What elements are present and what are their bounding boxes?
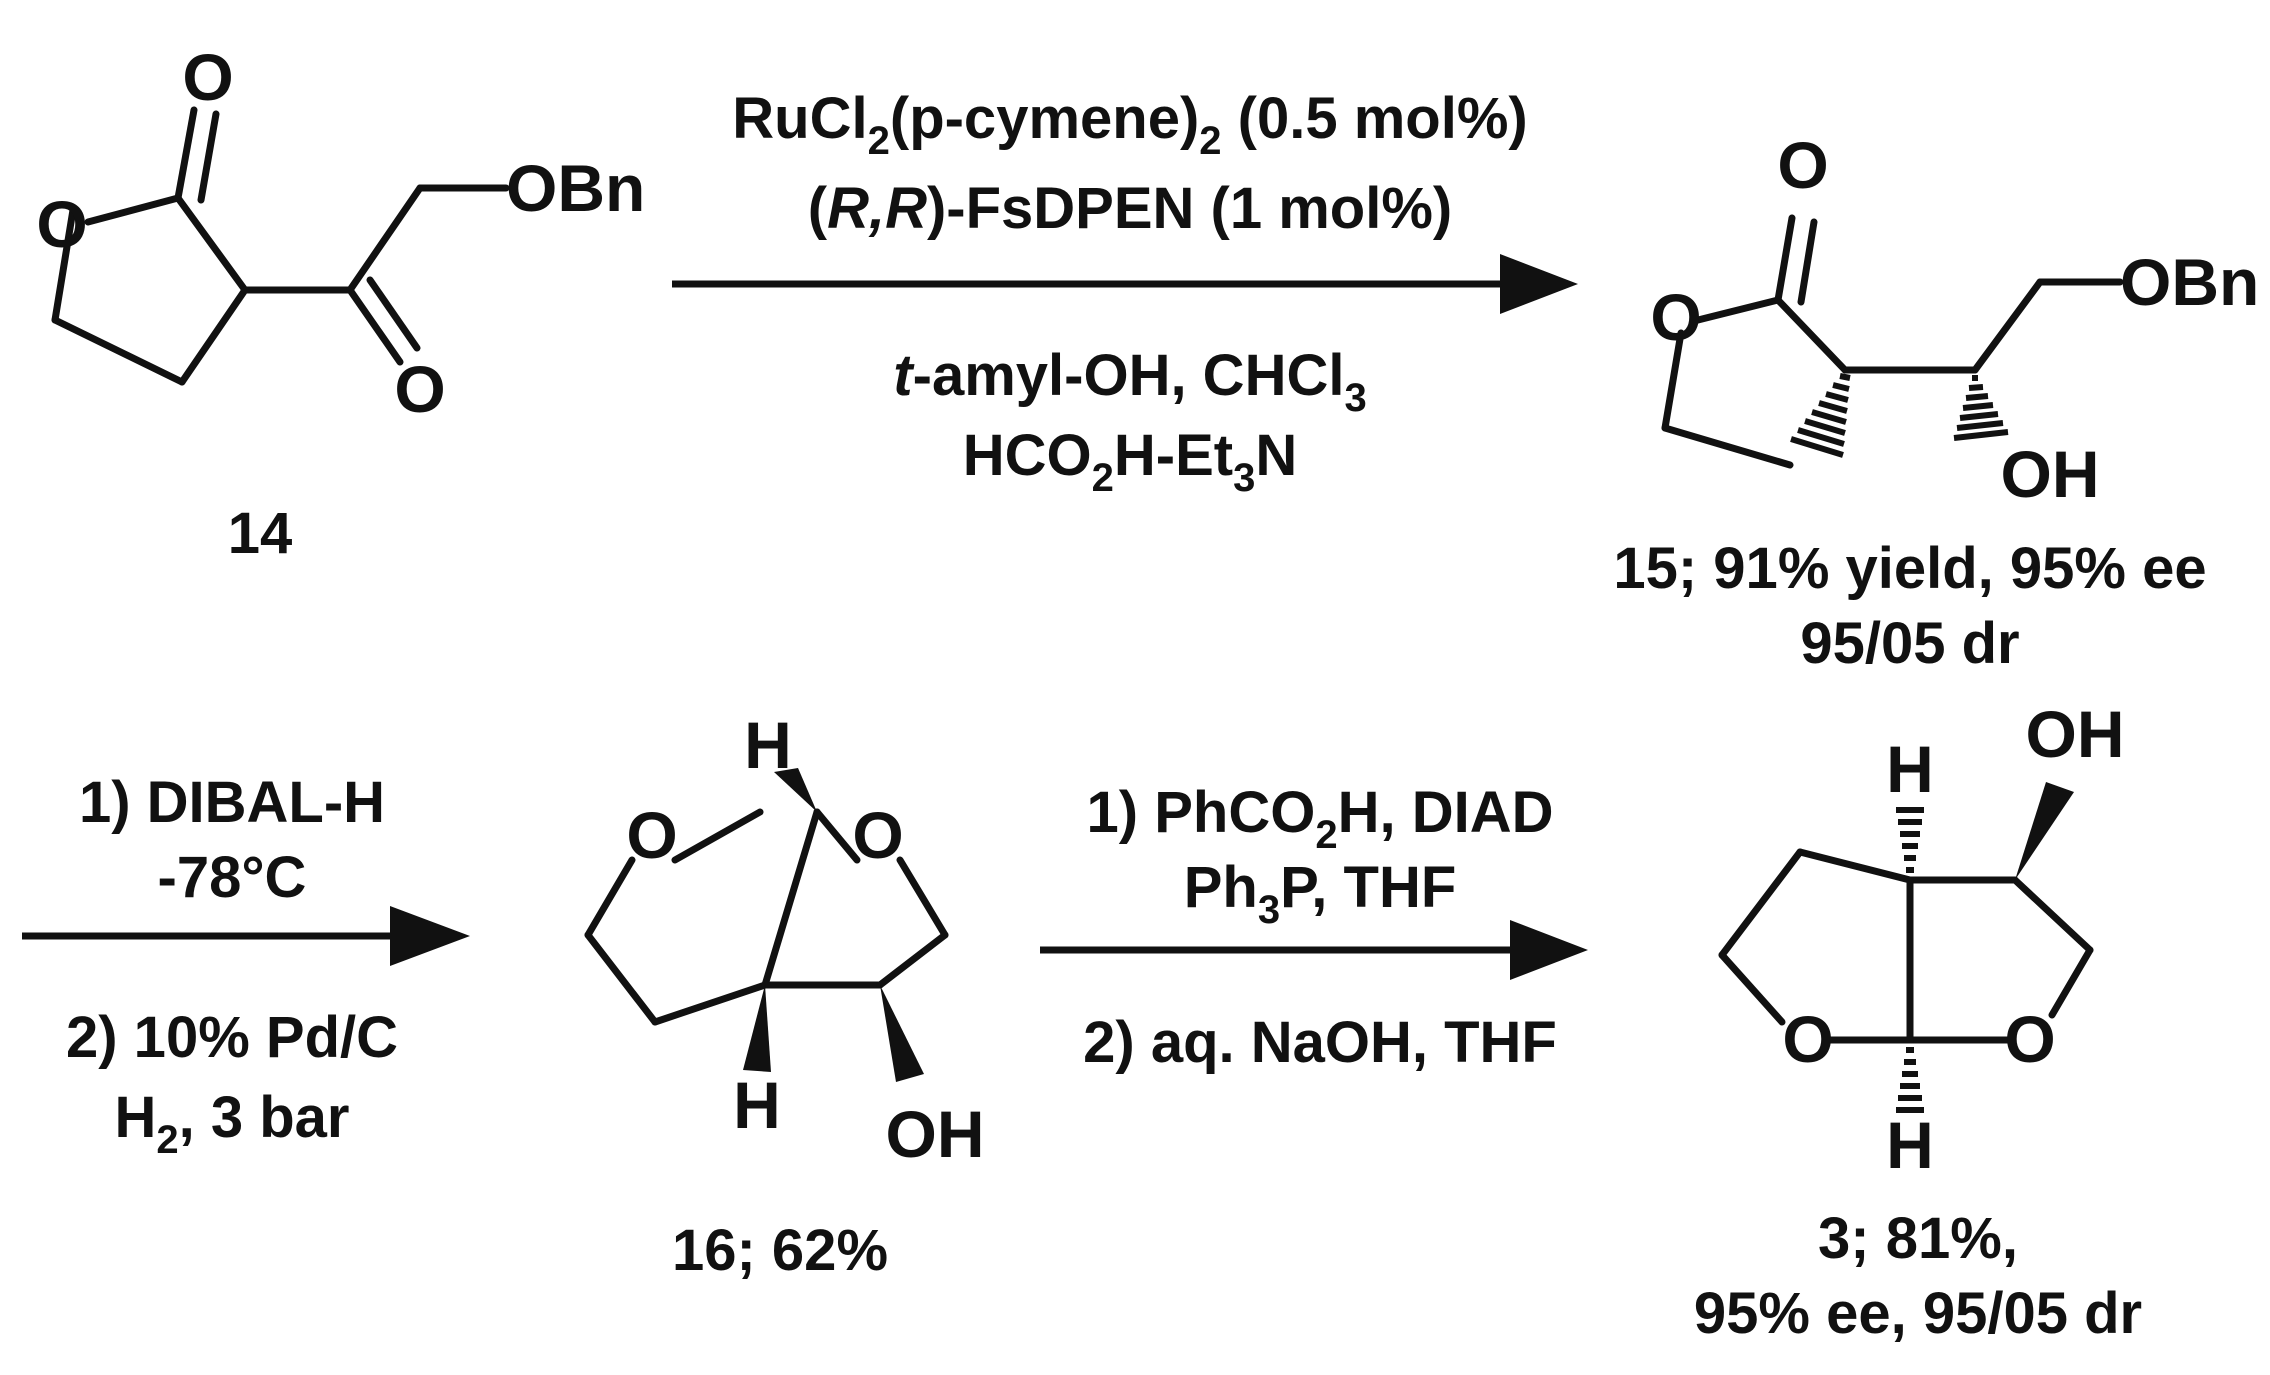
step2-conditions: 1) DIBAL-H -78°C 2) 10% Pd/C H2, 3 bar [66,770,398,1162]
solid-wedge-bond [774,768,817,812]
atom-ring-oxygen: O [36,187,87,261]
compound-3-ee-dr: 95% ee, 95/05 dr [1694,1281,2142,1346]
step1-solvent: t-amyl-OH, CHCl3 [893,343,1366,420]
reaction-arrow-2 [22,906,470,966]
compound-15-label: 15; 91% yield, 95% ee [1613,536,2206,601]
compound-14-label: 14 [228,501,293,566]
step3-reagent-1: 1) PhCO2H, DIAD [1087,780,1554,857]
atom-carbonyl-oxygen: O [1777,128,1828,202]
step2-hydrogenation: H2, 3 bar [115,1085,350,1162]
atom-ring-oxygen: O [626,798,677,872]
atom-ketone-oxygen: O [394,352,445,426]
atom-obn-group: OBn [506,151,645,225]
reaction-arrow-1 [672,254,1578,314]
compound-3-label: 3; 81%, [1818,1206,2018,1271]
atom-hydrogen: H [1886,732,1934,806]
compound-3-structure: OH H O O H [1718,697,2125,1182]
solid-wedge-bond [743,985,771,1072]
step3-reagent-2: Ph3P, THF [1184,855,1457,932]
compound-14-structure: O O O OBn [36,40,645,426]
hashed-wedge-bond [1953,375,2009,441]
step2-reagent-1: 1) DIBAL-H [79,770,385,835]
step3-hydrolysis: 2) aq. NaOH, THF [1083,1010,1557,1075]
step1-catalyst: RuCl2(p-cymene)2 (0.5 mol%) [732,86,1527,163]
step1-hydrogen-source: HCO2H-Et3N [963,423,1297,500]
hashed-wedge-bond [1896,807,1924,873]
compound-15-dr: 95/05 dr [1800,611,2019,676]
atom-obn-group: OBn [2120,245,2259,319]
atom-ring-oxygen: O [2004,1002,2055,1076]
atom-ring-oxygen: O [852,798,903,872]
hashed-wedge-bond [1896,1047,1924,1113]
step1-ligand: (R,R)-FsDPEN (1 mol%) [808,176,1452,241]
step2-reagent-2: 2) 10% Pd/C [66,1005,398,1070]
hashed-wedge-bond [1790,373,1851,458]
solid-wedge-bond [2015,782,2074,880]
compound-15-structure: O O OBn OH [1650,128,2259,511]
atom-ring-oxygen: O [1782,1002,1833,1076]
solid-wedge-bond [880,985,924,1082]
atom-ring-oxygen: O [1650,280,1701,354]
atom-hydrogen: H [744,708,792,782]
atom-ketone-oxygen: O [182,40,233,114]
atom-hydrogen: H [733,1068,781,1142]
compound-16-structure: H O O H OH [584,708,985,1171]
atom-hydroxyl-group: OH [2026,697,2125,771]
atom-hydrogen: H [1886,1108,1934,1182]
step1-conditions: RuCl2(p-cymene)2 (0.5 mol%) (R,R)-FsDPEN… [732,86,1527,500]
step2-temperature: -78°C [158,845,307,910]
compound-16-label: 16; 62% [672,1218,888,1283]
atom-hydroxyl-group: OH [886,1097,985,1171]
reaction-arrow-3 [1040,920,1588,980]
atom-hydroxyl-group: OH [2001,437,2100,511]
step3-conditions: 1) PhCO2H, DIAD Ph3P, THF 2) aq. NaOH, T… [1083,780,1557,1075]
